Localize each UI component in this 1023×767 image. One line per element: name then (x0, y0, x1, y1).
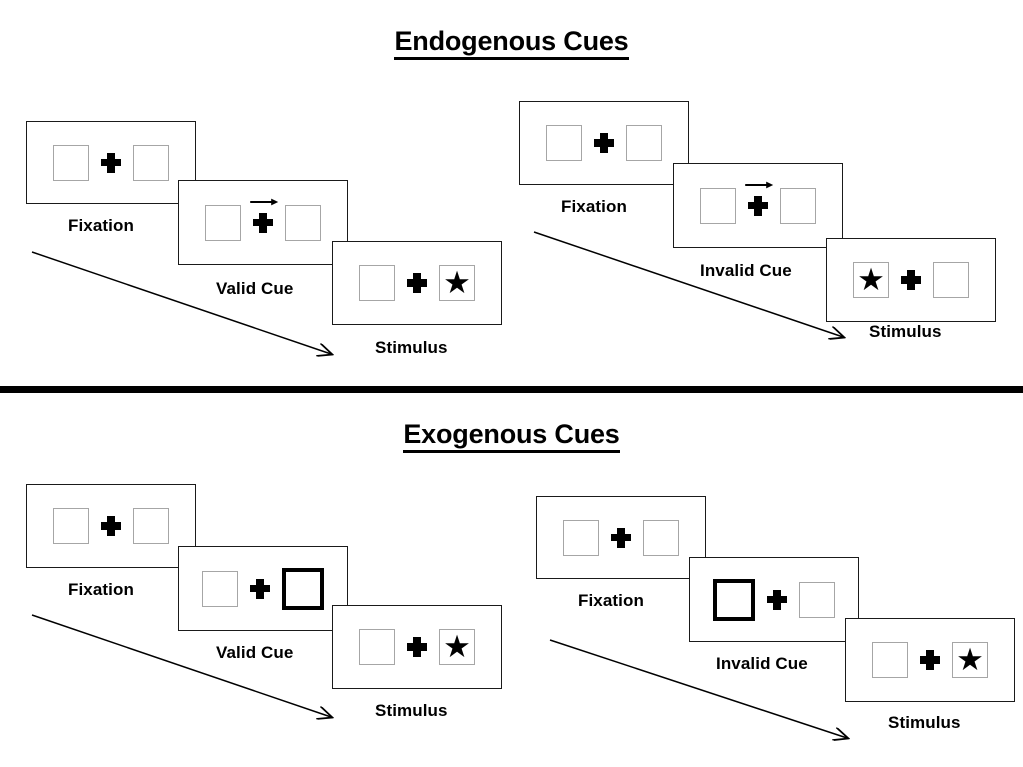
frame-label-endogenous-invalid-fixation: Fixation (561, 197, 627, 216)
fixation-cross-wrap (755, 589, 799, 610)
trial-frame-endogenous-invalid-stimulus: ★ (826, 238, 996, 322)
target-box-left (563, 519, 599, 556)
fixation-cross-wrap (238, 578, 282, 599)
target-box-right: ★ (952, 642, 988, 678)
arrow-right-icon (250, 198, 279, 205)
frame-label-endogenous-invalid-stimulus: Stimulus (869, 322, 942, 341)
trial-frame-exogenous-valid-stimulus: ★ (332, 605, 502, 689)
frame-label-exogenous-invalid-cue: Invalid Cue (716, 654, 808, 673)
fixation-cross-icon (901, 270, 921, 290)
cued-box-left (713, 578, 755, 621)
section-divider (0, 386, 1023, 393)
fixation-cross-wrap (241, 198, 285, 233)
target-box-left (546, 125, 582, 161)
trial-frame-exogenous-valid-fixation (26, 484, 196, 568)
trial-frame-endogenous-invalid-cue (673, 163, 843, 248)
trial-frame-endogenous-invalid-fixation (519, 101, 689, 185)
target-box-right (933, 262, 969, 298)
trial-frame-exogenous-invalid-fixation (536, 496, 706, 579)
target-box-left (359, 265, 395, 301)
target-box-right (626, 125, 662, 161)
star-icon: ★ (956, 641, 984, 677)
fixation-cross-icon (407, 637, 427, 657)
target-box-right (643, 519, 679, 556)
frame-label-endogenous-valid-fixation: Fixation (68, 216, 134, 235)
fixation-cross-icon (594, 133, 614, 153)
fixation-cross-wrap (889, 270, 933, 290)
fixation-cross-icon (101, 516, 121, 536)
cued-box-right (282, 567, 324, 610)
section-title-endogenous: Endogenous Cues (0, 26, 1023, 61)
flow-arrow-exogenous-invalid (549, 639, 862, 750)
fixation-cross-wrap (395, 637, 439, 657)
target-box-left (202, 570, 238, 607)
target-box-left (205, 204, 241, 241)
fixation-cross-wrap (89, 152, 133, 173)
fixation-cross-icon (748, 195, 768, 216)
target-box-left (872, 642, 908, 678)
fixation-cross-icon (611, 527, 631, 548)
trial-frame-endogenous-valid-stimulus: ★ (332, 241, 502, 325)
trial-frame-exogenous-invalid-cue (689, 557, 859, 642)
target-box-right: ★ (439, 265, 475, 301)
frame-label-exogenous-valid-stimulus: Stimulus (375, 701, 448, 720)
target-box-right (780, 187, 816, 224)
section-title-exogenous-text: Exogenous Cues (403, 419, 620, 454)
star-icon: ★ (443, 264, 471, 300)
fixation-cross-icon (253, 212, 273, 233)
frame-label-endogenous-valid-cue: Valid Cue (216, 279, 294, 298)
fixation-cross-icon (407, 273, 427, 293)
frame-label-exogenous-valid-cue: Valid Cue (216, 643, 294, 662)
fixation-cross-wrap (582, 133, 626, 153)
trial-frame-exogenous-invalid-stimulus: ★ (845, 618, 1015, 702)
target-box-right (285, 204, 321, 241)
frame-label-exogenous-invalid-stimulus: Stimulus (888, 713, 961, 732)
target-box-right (133, 144, 169, 181)
target-box-right (799, 581, 835, 618)
target-box-left (359, 629, 395, 665)
fixation-cross-icon (101, 152, 121, 173)
trial-frame-exogenous-valid-cue (178, 546, 348, 631)
target-box-left (53, 508, 89, 544)
fixation-cross-icon (767, 589, 787, 610)
star-icon: ★ (443, 628, 471, 664)
target-box-right (133, 508, 169, 544)
fixation-cross-wrap (908, 650, 952, 670)
target-box-right: ★ (439, 629, 475, 665)
section-title-endogenous-text: Endogenous Cues (394, 26, 629, 61)
trial-frame-endogenous-valid-cue (178, 180, 348, 265)
target-box-left (700, 187, 736, 224)
fixation-cross-wrap (89, 516, 133, 536)
fixation-cross-icon (920, 650, 940, 670)
fixation-cross-wrap (599, 527, 643, 548)
frame-label-endogenous-valid-stimulus: Stimulus (375, 338, 448, 357)
frame-label-exogenous-valid-fixation: Fixation (68, 580, 134, 599)
target-box-left (53, 144, 89, 181)
fixation-cross-wrap (736, 181, 780, 216)
section-title-exogenous: Exogenous Cues (0, 419, 1023, 454)
star-icon: ★ (857, 261, 885, 297)
trial-frame-endogenous-valid-fixation (26, 121, 196, 204)
arrow-right-icon (745, 181, 774, 188)
fixation-cross-wrap (395, 273, 439, 293)
target-box-left: ★ (853, 262, 889, 298)
frame-label-exogenous-invalid-fixation: Fixation (578, 591, 644, 610)
fixation-cross-icon (250, 578, 270, 599)
frame-label-endogenous-invalid-cue: Invalid Cue (700, 261, 792, 280)
